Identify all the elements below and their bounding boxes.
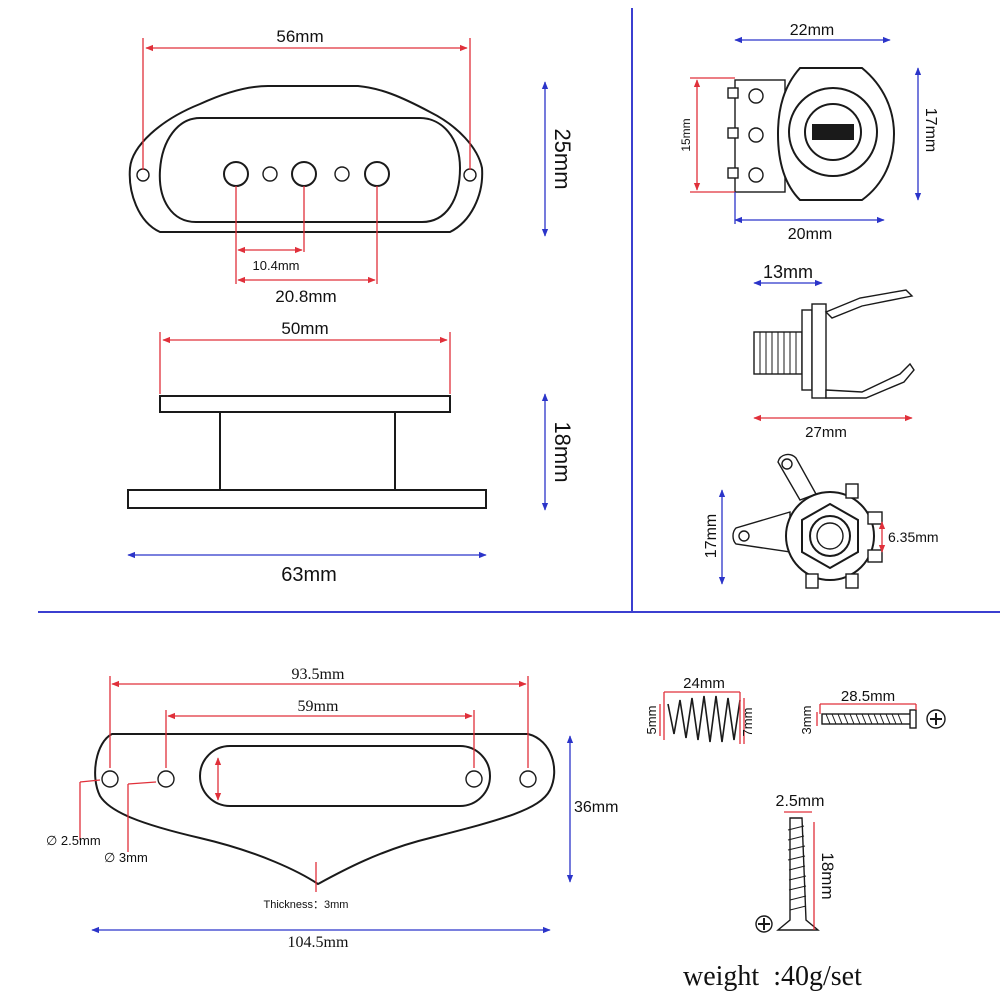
label-59mm: 59mm (298, 698, 339, 715)
pole-screw (334, 166, 350, 182)
pot-lug (748, 127, 764, 143)
label-7mm: 7mm (740, 708, 755, 737)
mount-hole-right (463, 168, 477, 182)
jack-spring-bottom (825, 362, 915, 399)
pickup-plate: 93.5mm 59mm 36mm ∅ 2.5mm ∅ 3mm Thickness… (46, 666, 618, 951)
pole-screw (262, 166, 278, 182)
potentiometer: 22mm 17mm 15mm 20mm (679, 22, 939, 243)
jack-front-view: 17mm 6.35mm (703, 453, 939, 589)
pot-lug (748, 88, 764, 104)
wood-screw: 2.5mm 18mm (755, 793, 837, 933)
label-24mm: 24mm (683, 675, 725, 692)
wood-screw-body (776, 817, 820, 931)
wood-screw-threads (787, 825, 807, 911)
label-50mm: 50mm (281, 319, 328, 338)
label-3mm: ∅ 3mm (104, 850, 148, 865)
label-56mm: 56mm (276, 27, 323, 46)
label-27mm: 27mm (805, 424, 847, 441)
pot-lug-tab (727, 127, 739, 139)
label-28-5mm: 28.5mm (841, 688, 895, 705)
plate-hole-inner (157, 770, 175, 788)
label-2-5mm-screw: 2.5mm (776, 793, 825, 810)
pickup-top-flange (159, 395, 451, 413)
weight-label: weight :40g/set (683, 961, 862, 992)
jack-tooth (867, 549, 883, 563)
pole-piece (223, 161, 249, 187)
pole-piece (291, 161, 317, 187)
pot-lug (748, 167, 764, 183)
pickup-bottom-flange (127, 489, 487, 509)
label-3mm-screw: 3mm (799, 706, 814, 735)
leader-3 (127, 781, 157, 785)
jack-tooth (805, 573, 819, 589)
pot-lug-tab (727, 167, 739, 179)
label-20mm: 20mm (788, 226, 832, 243)
jack-tooth (845, 483, 859, 499)
label-17mm-pot: 17mm (922, 108, 939, 152)
label-2-5mm: ∅ 2.5mm (46, 833, 101, 848)
spring: 24mm 5mm 7mm (644, 675, 755, 744)
jack-tab-top-hole (781, 458, 793, 470)
pot-lug-tab (727, 87, 739, 99)
jack-nut (801, 309, 813, 391)
label-18mm-screw: 18mm (818, 852, 837, 899)
pickup-top-view: 56mm 25mm 10.4mm 20.8mm (128, 27, 575, 306)
leader-2-5 (79, 779, 101, 783)
label-17mm-jack: 17mm (703, 514, 720, 558)
label-36mm: 36mm (574, 799, 618, 816)
machine-screw: 28.5mm 3mm (799, 688, 946, 735)
label-63mm: 63mm (281, 564, 337, 586)
jack-side-view: 13mm 27mm (753, 262, 915, 441)
jack-tab-hole (738, 530, 750, 542)
label-13mm: 13mm (763, 262, 813, 282)
jack-socket-inner (816, 522, 844, 550)
pickup-bobbin (219, 411, 396, 491)
label-15mm: 15mm (679, 118, 693, 151)
jack-frame (811, 303, 827, 399)
plate-hole-outer (101, 770, 119, 788)
jack-tooth (845, 573, 859, 589)
label-10-4mm: 10.4mm (253, 258, 300, 273)
jack-spring-top (824, 289, 914, 319)
label-6-35mm: 6.35mm (888, 529, 939, 545)
mount-hole-left (136, 168, 150, 182)
label-5mm: 5mm (644, 706, 659, 735)
pickup-side-view: 50mm 18mm 63mm (127, 319, 575, 586)
jack-tab-left (732, 511, 791, 553)
label-20-8mm: 20.8mm (275, 287, 336, 306)
pot-slot (812, 124, 854, 140)
plate-hole-outer (519, 770, 537, 788)
label-thickness: Thickness：3mm (264, 899, 349, 911)
pole-piece (364, 161, 390, 187)
jack-tooth (867, 511, 883, 525)
label-18mm: 18mm (550, 421, 575, 482)
screw-head (909, 709, 917, 729)
spring-coil (667, 695, 741, 743)
label-93-5mm: 93.5mm (292, 666, 345, 683)
label-104-5mm: 104.5mm (288, 934, 349, 951)
screw-threads (825, 713, 903, 725)
label-25mm: 25mm (550, 128, 575, 189)
label-22mm: 22mm (790, 22, 834, 39)
plate-hole-inner (465, 770, 483, 788)
plate-slot (199, 745, 491, 807)
